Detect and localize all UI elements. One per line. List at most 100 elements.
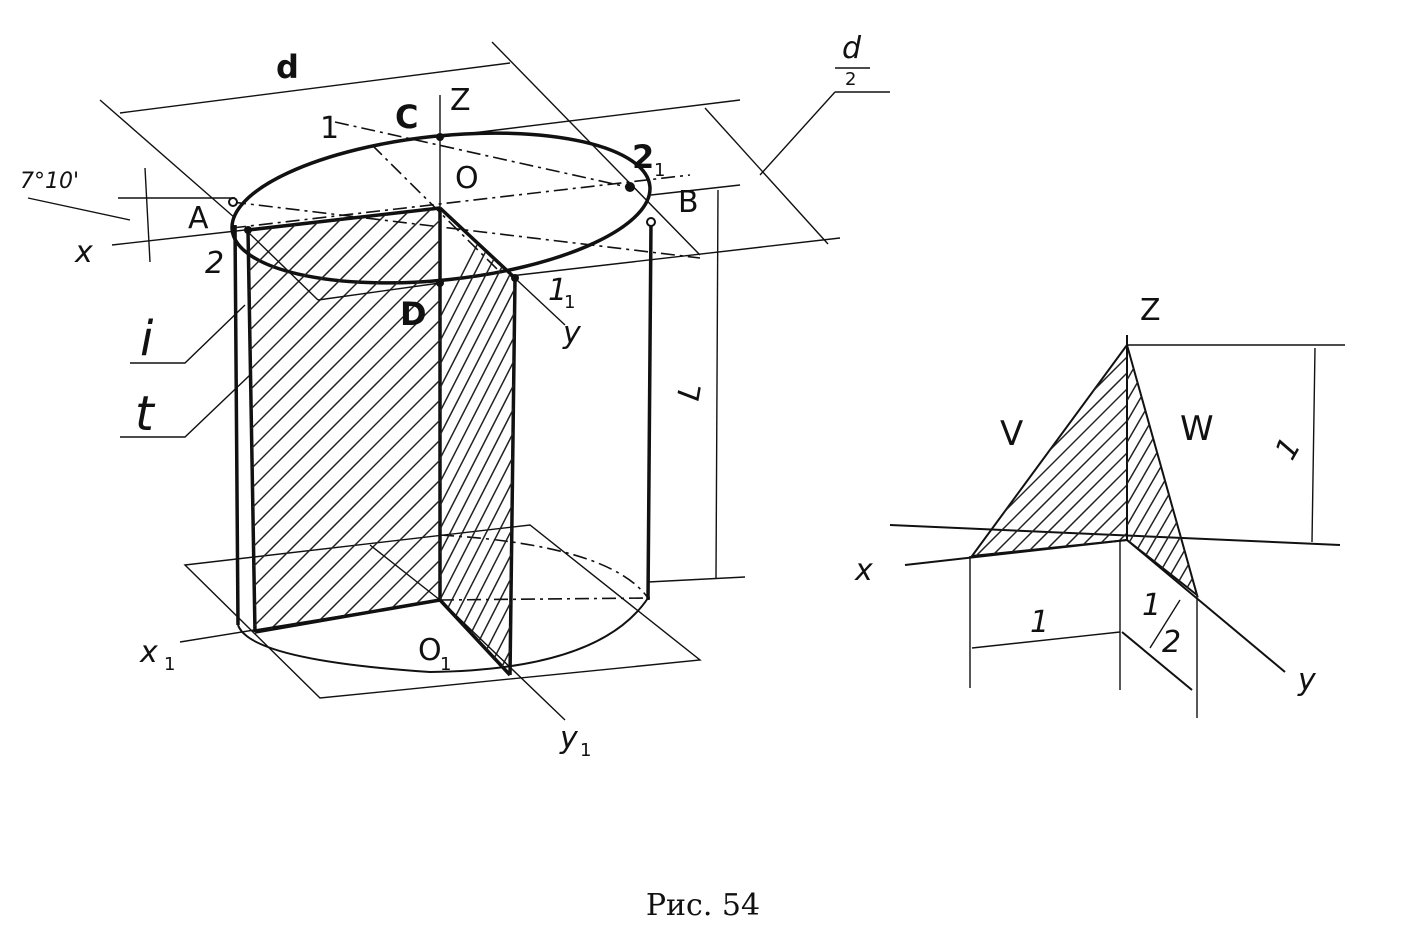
hatch-line <box>1127 345 1197 595</box>
dim-d2-ext-bottom <box>509 237 841 277</box>
label-o1-sub: 1 <box>440 654 451 675</box>
axes-label-v: V <box>1000 414 1023 454</box>
angle-leader <box>27 197 131 221</box>
hatch-line <box>440 208 515 675</box>
hatch-line <box>248 208 440 632</box>
hatch-line <box>1003 345 1127 556</box>
hatch-line <box>1131 345 1197 595</box>
hatch-line <box>1204 340 1354 600</box>
hatching-v <box>972 340 1352 560</box>
axes-diagram: Z V W 1 x 1 1 2 y <box>854 293 1354 718</box>
axes-y-line <box>1126 539 1286 673</box>
bottom-ellipse-hidden <box>439 534 649 599</box>
label-d-point: D <box>400 295 427 333</box>
x1-axis <box>179 599 441 643</box>
hatch-line <box>248 208 440 632</box>
y-axis <box>439 207 566 326</box>
hatch-line <box>972 345 1081 556</box>
hatching-right-face <box>440 208 515 675</box>
point-a <box>228 197 238 207</box>
hatch-line <box>1019 345 1127 556</box>
right-generator <box>646 221 653 601</box>
y1-axis <box>439 599 566 721</box>
hatch-line <box>972 345 1017 556</box>
label-y: y <box>562 316 582 351</box>
base-plane <box>183 524 702 699</box>
label-y1: y <box>559 721 579 756</box>
axes-label-one-horizontal: 1 <box>1030 605 1049 640</box>
hatch-line <box>972 345 1001 556</box>
label-x1-sub: 1 <box>164 654 175 675</box>
label-i: i <box>140 311 154 367</box>
label-y1-sub: 1 <box>580 740 591 761</box>
centerline-1-21 <box>334 121 633 189</box>
label-o1: O <box>418 633 442 668</box>
label-o: O <box>455 161 479 196</box>
hatch-line <box>248 208 440 632</box>
hatch-line <box>440 208 515 675</box>
hatch-line <box>440 208 515 675</box>
axes-label-half-den: 2 <box>1162 625 1181 660</box>
hatch-line <box>501 208 515 675</box>
hatch-line <box>1127 345 1197 595</box>
hatch-line <box>1067 345 1127 556</box>
hatch-line <box>248 208 381 632</box>
hatch-line <box>248 208 440 632</box>
cylinder-drawing: d d 2 7°10' Z C 1 O 2 1 A B x 2 D 1 1 y … <box>0 31 940 761</box>
left-generator <box>233 224 240 626</box>
centerline-c <box>371 144 501 273</box>
section-edge-right <box>508 277 517 676</box>
hatch-line <box>972 345 1097 556</box>
hatch-line <box>480 200 920 640</box>
axes-label-y: y <box>1297 663 1317 698</box>
section-bottom-right <box>438 598 512 677</box>
hatch-line <box>299 208 440 632</box>
dim-d2-leader <box>759 91 836 176</box>
axes-label-half-bar <box>1149 599 1181 649</box>
dim-d2-line <box>704 107 829 245</box>
hatch-line <box>248 208 361 632</box>
hatch-line <box>1179 345 1197 595</box>
hatch-line <box>440 208 515 675</box>
axes-label-one-vertical: 1 <box>1268 432 1308 466</box>
figure-caption: Рис. 54 <box>646 888 760 923</box>
dim-l-line <box>715 189 719 579</box>
dim-d-line <box>119 62 511 114</box>
label-t: t <box>135 386 156 442</box>
hatch-line <box>440 208 515 675</box>
centerline-a-b <box>231 201 701 259</box>
centerline-bottom <box>439 597 651 601</box>
hatch-line <box>1127 345 1197 595</box>
hidden-inner-line <box>369 544 441 601</box>
label-b: B <box>678 185 699 220</box>
leader-i <box>130 304 246 364</box>
leader-t <box>120 374 251 438</box>
hatch-line <box>0 200 240 640</box>
hatch-line <box>972 345 1127 556</box>
hatch-line <box>1132 340 1352 560</box>
hatch-line <box>500 200 940 640</box>
dim-l-ext-bottom <box>647 576 746 583</box>
point-c <box>436 133 444 141</box>
hatch-line <box>987 345 1127 556</box>
label-pt1: 1 <box>320 111 339 146</box>
hatch-line <box>419 208 440 632</box>
label-z-top: Z <box>450 83 471 118</box>
hatch-line <box>248 208 341 632</box>
hatch-line <box>465 208 515 675</box>
hatch-line <box>1051 345 1127 556</box>
hatch-line <box>1155 345 1197 595</box>
label-x: x <box>74 235 93 270</box>
label-angle: 7°10' <box>20 169 79 194</box>
hatch-line <box>440 208 515 675</box>
hatch-line <box>339 208 440 632</box>
leader-d <box>247 231 319 301</box>
label-d-half-den: 2 <box>845 69 856 90</box>
hatch-line <box>453 208 515 675</box>
hatching-w <box>1127 340 1354 600</box>
section-edge-left <box>246 229 257 633</box>
axes-label-z: Z <box>1140 293 1161 328</box>
hatch-line <box>359 208 440 632</box>
label-x1: x <box>139 635 158 670</box>
